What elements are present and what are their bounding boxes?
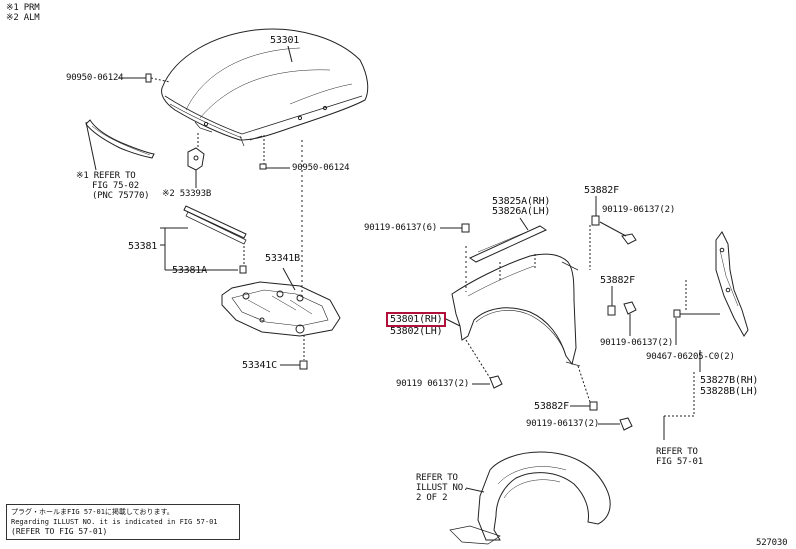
label-bracket-screw[interactable]: 90467-06205-C0(2)	[646, 352, 735, 362]
figure-code: 527030	[756, 538, 788, 548]
front-fender-53801	[443, 246, 581, 367]
hood-bolt-lower	[259, 135, 290, 170]
fender-seal-53825a	[468, 217, 548, 263]
label-ref-bracket-2[interactable]: FIG 57-01	[656, 457, 703, 467]
fender-clip-top-right	[589, 196, 637, 270]
label-hood-bolt-2[interactable]: 90950-06124	[292, 163, 350, 173]
hood-seal-strip	[85, 119, 155, 171]
label-fender-lh[interactable]: 53802(LH)	[390, 326, 443, 337]
legend-alm: ※2 ALM	[6, 13, 40, 23]
label-ref-seal-3: (PNC 75770)	[92, 191, 150, 201]
cover-strip-53381	[160, 205, 247, 274]
label-ref-liner-3: 2 OF 2	[416, 493, 448, 503]
fender-clip-mid	[607, 286, 637, 336]
label-ref-bracket-1: REFER TO	[656, 447, 698, 457]
label-insulator-clip[interactable]: 53341C	[242, 360, 277, 371]
label-fender-rh-highlighted[interactable]: 53801(RH)	[386, 312, 447, 327]
label-fender-clip-top[interactable]: 53882F	[584, 185, 619, 196]
label-hood-bolt-1[interactable]: 90950-06124	[66, 73, 124, 83]
label-cover-clip[interactable]: 53381A	[172, 265, 207, 276]
label-fender-bolt-bottom-left[interactable]: 90119 06137(2)	[396, 379, 470, 389]
insulator-clip-53341c	[280, 335, 308, 370]
hood-drawing	[161, 28, 369, 147]
note-line-en: Regarding ILLUST NO. it is indicated in …	[11, 518, 218, 526]
label-ref-liner-1: REFER TO	[416, 473, 458, 483]
label-ref-liner-2[interactable]: ILLUST NO.	[416, 483, 469, 493]
fender-bolt-bottom-left	[465, 339, 503, 389]
label-fender-seal-lh[interactable]: 53826A(LH)	[492, 206, 551, 217]
label-fender-clip-mid[interactable]: 53882F	[600, 275, 635, 286]
label-bracket-alm[interactable]: ※2 53393B	[162, 189, 212, 199]
label-fender-bolt-bottom[interactable]: 90119-06137(2)	[526, 419, 600, 429]
fender-bolt-top	[440, 223, 470, 233]
note-line-ref[interactable]: (REFER TO FIG 57-01)	[11, 527, 108, 536]
label-bracket-lh[interactable]: 53828B(LH)	[700, 386, 759, 397]
label-fender-bolt-top[interactable]: 90119-06137(6)	[364, 223, 438, 233]
label-hood[interactable]: 53301	[270, 35, 300, 46]
label-fender-clip-bottom[interactable]: 53882F	[534, 401, 569, 412]
label-insulator[interactable]: 53341B	[265, 253, 300, 264]
label-fender-bolt-mid-right[interactable]: 90119-06137(2)	[600, 338, 674, 348]
note-box: プラグ・ホールまFIG 57-01に掲載しております。 Regarding IL…	[6, 504, 240, 540]
hood-bolt-left	[118, 73, 171, 83]
label-cover-assembly[interactable]: 53381	[128, 241, 158, 252]
label-fender-seal-rh[interactable]: 53825A(RH)	[492, 196, 551, 207]
fender-clip-bottom	[570, 365, 633, 431]
label-ref-seal-2[interactable]: FIG 75-02	[92, 181, 139, 191]
fender-liner-drawing	[449, 451, 611, 545]
legend-prm: ※1 PRM	[6, 3, 40, 13]
hood-insulator-53341b	[221, 140, 341, 337]
hood-bracket-53393b	[187, 133, 205, 188]
label-fender-bolt-top-right[interactable]: 90119-06137(2)	[602, 205, 676, 215]
label-ref-seal-1: ※1 REFER TO	[76, 171, 136, 181]
label-bracket-rh[interactable]: 53827B(RH)	[700, 375, 759, 386]
fender-bracket-53827b	[663, 231, 749, 440]
note-line-jp: プラグ・ホールまFIG 57-01に掲載しております。	[11, 508, 174, 516]
